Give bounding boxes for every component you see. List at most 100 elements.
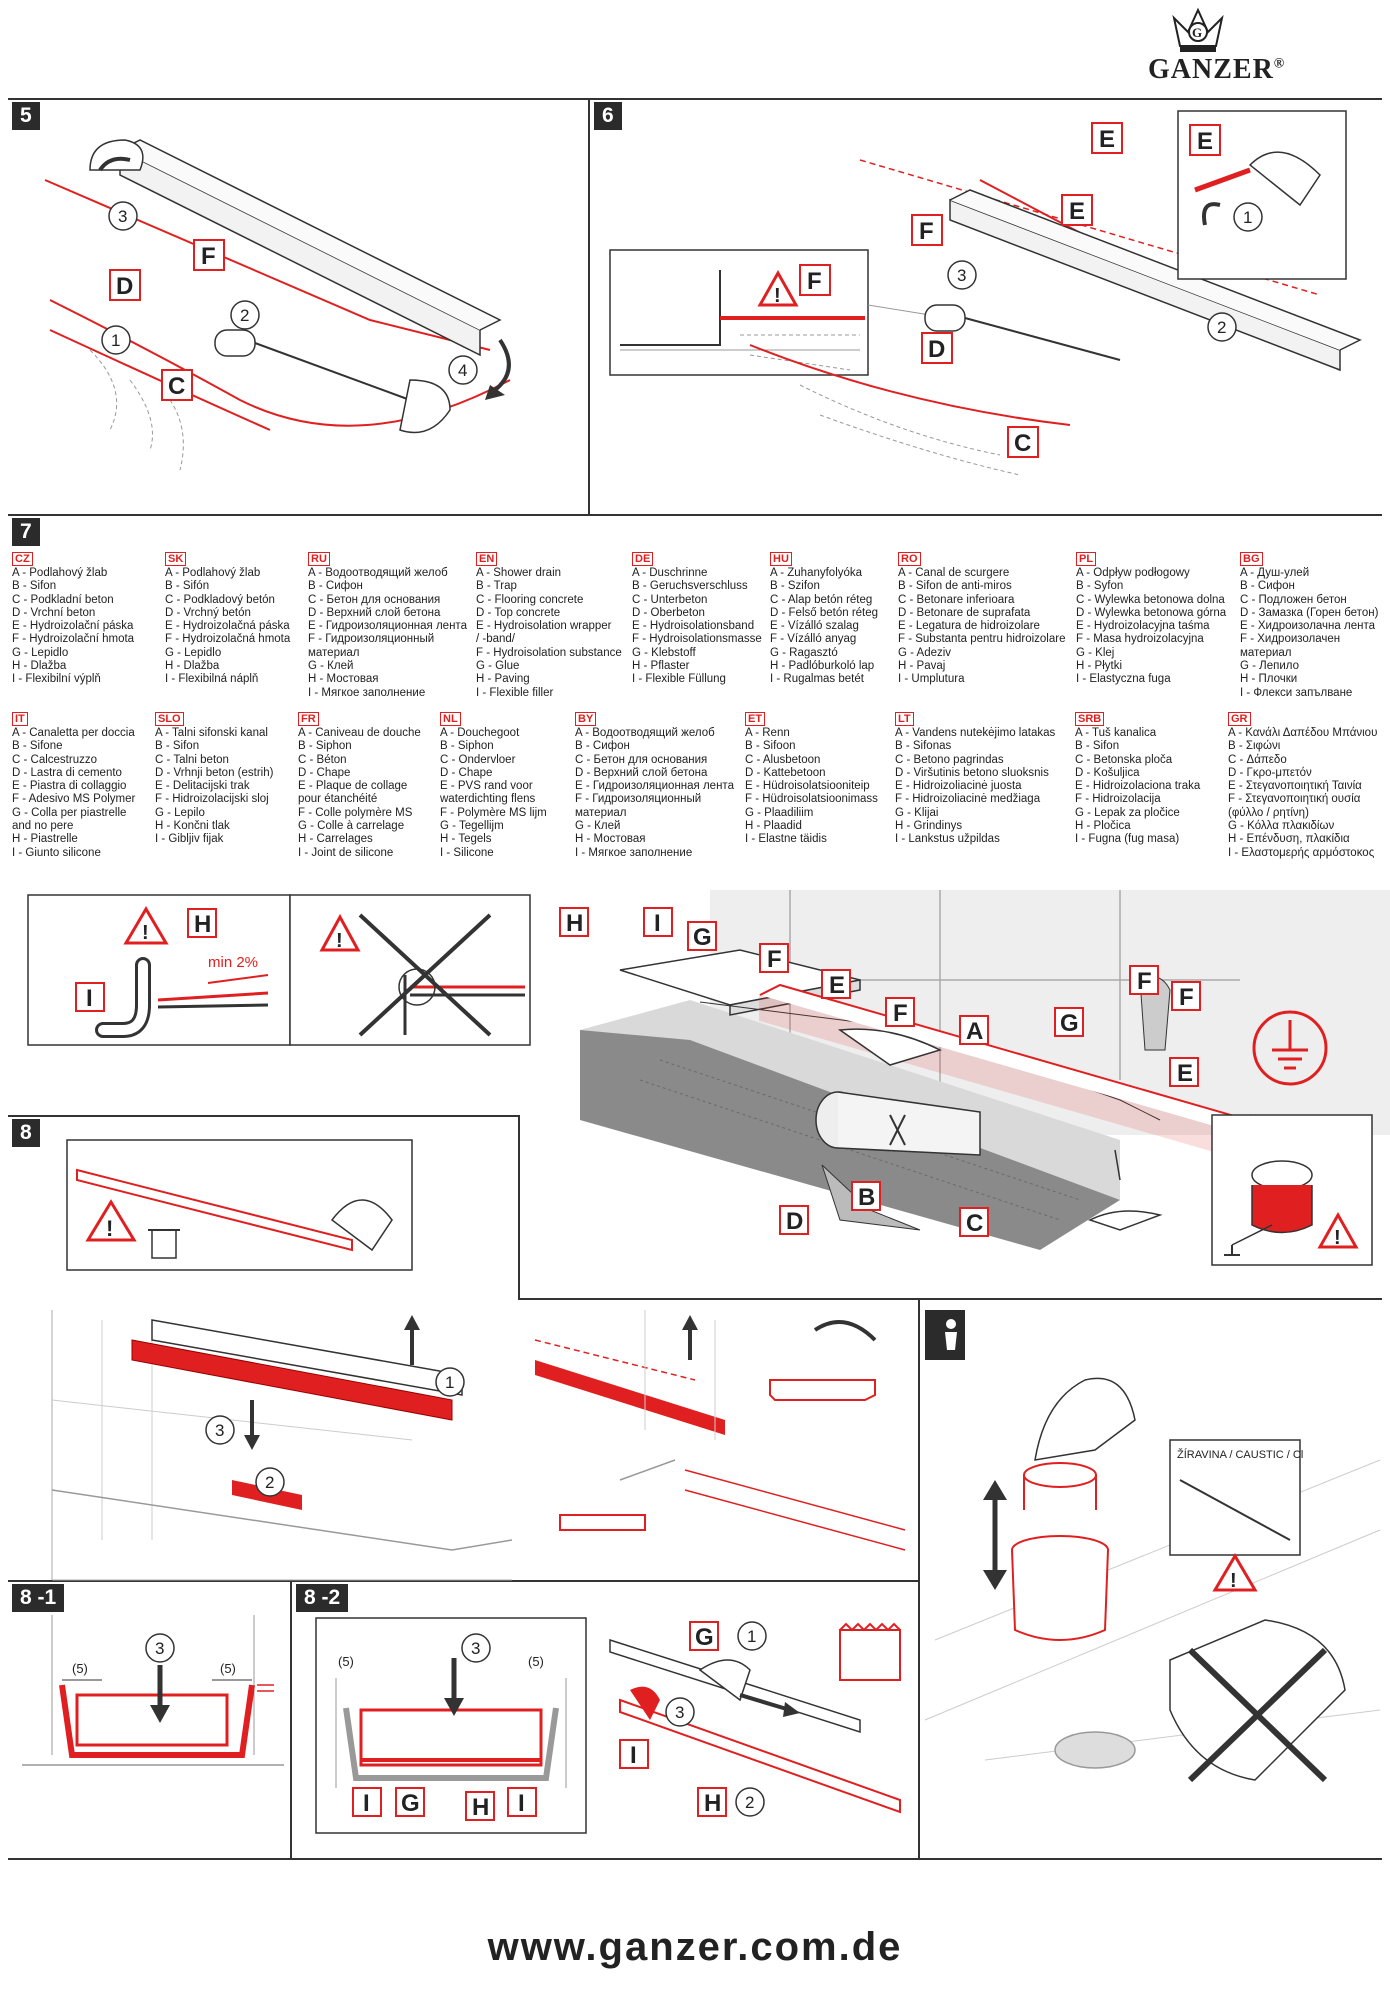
legend-item: F - Hidroizoliacinė medžiaga bbox=[895, 793, 1041, 806]
legend-item: B - Syfon bbox=[1076, 580, 1124, 593]
svg-text:G: G bbox=[693, 924, 712, 951]
legend-item: B - Sifon bbox=[12, 580, 57, 593]
legend-item: B - Szifon bbox=[770, 580, 820, 593]
person-icon bbox=[925, 1310, 965, 1360]
svg-text:F: F bbox=[893, 1000, 908, 1027]
legend-item: F - Substanta pentru hidroizolare bbox=[898, 633, 1066, 646]
step-7-ground-detail: ! bbox=[1211, 1114, 1373, 1266]
label-d: D bbox=[779, 1205, 809, 1235]
legend-item: H - Grindinys bbox=[895, 820, 963, 833]
legend-item: I - Мягкое заполнение bbox=[575, 846, 693, 859]
label-c: C bbox=[161, 369, 193, 401]
legend-item: D - Viršutinis betono sluoksnis bbox=[895, 766, 1049, 779]
legend-item: E - Hydroisolationsband bbox=[632, 620, 755, 633]
legend-item: D - Vrchný betón bbox=[165, 606, 251, 619]
legend-item: G - Lepilo bbox=[155, 806, 205, 819]
legend-item: H - Carrelages bbox=[298, 833, 373, 846]
warning-icon: ! bbox=[319, 913, 361, 952]
legend-item: H - Мостовая bbox=[308, 673, 379, 686]
svg-text:3: 3 bbox=[471, 1639, 480, 1658]
language-code: RO bbox=[898, 552, 921, 566]
svg-text:H: H bbox=[704, 1790, 721, 1817]
label-h: H bbox=[559, 907, 589, 937]
legend-item: E - Hidroizoliacinė juosta bbox=[895, 780, 1022, 793]
label-e-2: E bbox=[1169, 1057, 1199, 1087]
legend-item: B - Sifon bbox=[155, 740, 200, 753]
svg-text:2: 2 bbox=[240, 306, 249, 325]
language-code: IT bbox=[12, 712, 28, 726]
step-5-number: 5 bbox=[12, 102, 40, 130]
legend-item: G - Lepak za pločice bbox=[1075, 806, 1180, 819]
svg-text:C: C bbox=[168, 373, 185, 400]
step-8-cut-illustration bbox=[534, 1310, 906, 1551]
footer-url[interactable]: www.ganzer.com.de bbox=[487, 1925, 903, 1969]
legend-item: D - Oberbeton bbox=[632, 606, 705, 619]
legend-item: H - Tegels bbox=[440, 833, 492, 846]
legend-item: F - Στεγανοποιητική ουσία (φύλλο / ρητίν… bbox=[1228, 793, 1361, 819]
brand-logo: G bbox=[1130, 6, 1320, 86]
legend-item: A - Vandens nutekėjimo latakas bbox=[895, 727, 1056, 739]
svg-text:4: 4 bbox=[458, 361, 467, 380]
svg-text:D: D bbox=[928, 336, 945, 363]
svg-text:!: ! bbox=[336, 930, 343, 952]
legend-item: I - Elastyczna fuga bbox=[1076, 673, 1171, 686]
language-code: SK bbox=[165, 552, 187, 566]
legend-item: A - Водоотводящий желоб bbox=[308, 567, 448, 579]
legend-item: H - Pavaj bbox=[898, 660, 946, 673]
language-code: GR bbox=[1228, 712, 1251, 726]
language-code: PL bbox=[1076, 552, 1097, 566]
legend-item: E - Στεγανοποιητική Ταινία bbox=[1228, 780, 1362, 793]
legend-item: I - Joint de silicone bbox=[298, 846, 394, 859]
legend-item: F - Hydroizolačná hmota bbox=[165, 633, 291, 646]
svg-text:A: A bbox=[966, 1018, 983, 1045]
legend-item: G - Лепило bbox=[1240, 660, 1299, 673]
svg-text:F: F bbox=[1137, 968, 1152, 995]
svg-text:D: D bbox=[786, 1208, 803, 1235]
svg-text:I: I bbox=[630, 1742, 637, 1769]
legend-item: B - Сифон bbox=[575, 740, 630, 753]
legend-item: D - Верхний слой бетона bbox=[308, 606, 441, 619]
legend-item: H - Мостовая bbox=[575, 833, 646, 846]
legend-item: A - Canaletta per doccia bbox=[12, 727, 135, 739]
legend-item: F - Хидроизолачен материал bbox=[1240, 633, 1341, 659]
svg-text:E: E bbox=[1197, 128, 1213, 155]
svg-text:I: I bbox=[518, 1790, 525, 1817]
caustic-label: ŽÍRAVINA / CAUSTIC / Cl bbox=[1177, 1448, 1303, 1461]
legend-item: H - Pflaster bbox=[632, 660, 690, 673]
legend-item: D - Košuljica bbox=[1075, 766, 1140, 779]
legend-item: F - Masa hydroizolacyjna bbox=[1076, 633, 1204, 646]
step-8-2-assembly: G 1 3 I H 2 bbox=[609, 1621, 901, 1817]
legend-item: B - Sifoon bbox=[745, 740, 796, 753]
legend-item: C - Calcestruzzo bbox=[12, 753, 97, 766]
svg-text:3: 3 bbox=[155, 1639, 164, 1658]
legend-item: A - Tuš kanalica bbox=[1075, 727, 1157, 739]
legend-item: E - Hydroizolačná páska bbox=[165, 620, 290, 633]
legend-item: B - Σιφώνι bbox=[1228, 740, 1281, 753]
label-c: C bbox=[1007, 426, 1039, 458]
legend-item: E - PVS rand voor waterdichting flens bbox=[440, 780, 536, 806]
legend-item: C - Wylewka betonowa dolna bbox=[1076, 593, 1225, 606]
legend-item: D - Замазка (Горен бетон) bbox=[1240, 606, 1379, 619]
legend-item: B - Trap bbox=[476, 580, 517, 593]
language-code: LT bbox=[895, 712, 914, 726]
svg-text:!: ! bbox=[142, 922, 149, 944]
legend-item: F - Hydroizolační hmota bbox=[12, 633, 135, 646]
legend-item: B - Sifon de anti-miros bbox=[898, 580, 1012, 593]
legend-item: D - Vrhnji beton (estrih) bbox=[155, 766, 274, 779]
warning-icon: ! bbox=[85, 1199, 137, 1242]
legend-item: D - Верхний слой бетона bbox=[575, 766, 708, 779]
label-f: F bbox=[911, 214, 943, 246]
label-b: B bbox=[851, 1181, 881, 1211]
legend-item: I - Flexible Füllung bbox=[632, 673, 726, 686]
svg-text:1: 1 bbox=[747, 1627, 756, 1646]
legend-item: H - Plaadid bbox=[745, 820, 802, 833]
svg-text:1: 1 bbox=[1243, 208, 1252, 227]
label-e-inset: E bbox=[1189, 124, 1221, 156]
ground-icon-small bbox=[1224, 1245, 1240, 1256]
legend-item: I - Gibljiv fijak bbox=[155, 833, 224, 846]
svg-text:G: G bbox=[695, 1624, 714, 1651]
legend-item: A - Душ-улей bbox=[1240, 567, 1310, 579]
